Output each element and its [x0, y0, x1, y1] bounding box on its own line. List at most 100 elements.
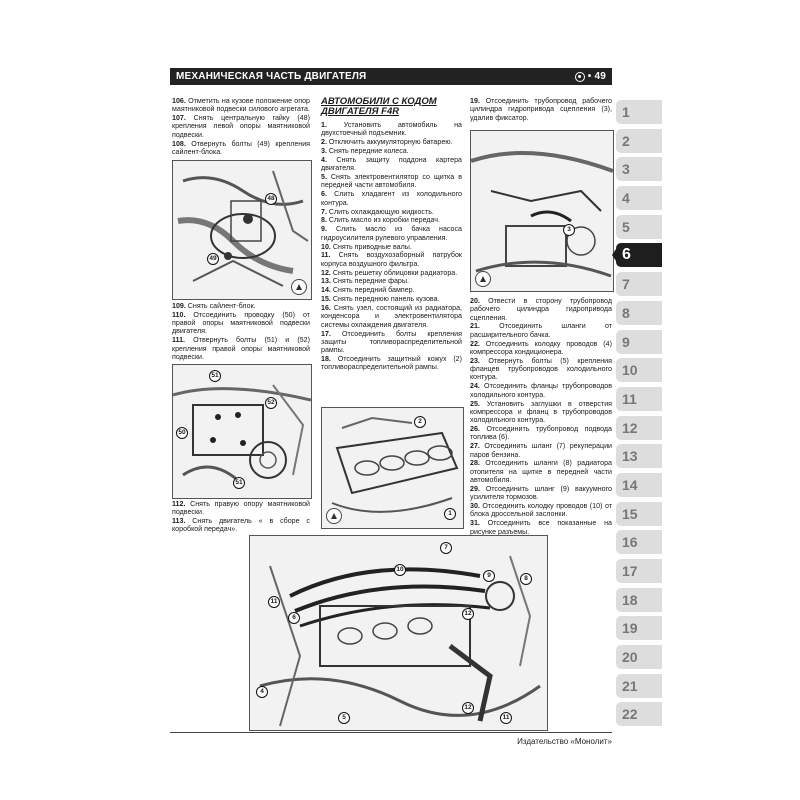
- step-number: 21.: [470, 322, 480, 331]
- chapter-tab-19[interactable]: 19: [616, 616, 662, 641]
- steps-group-19: 19. Отсоединить трубопровод рабочего цил…: [470, 97, 612, 122]
- chapter-tab-21[interactable]: 21: [616, 673, 662, 698]
- step-text: Слить масло из коробки передач.: [328, 216, 440, 225]
- step-text: Отсоединить защитный кожух (2) топливора…: [321, 355, 462, 372]
- chapter-tab-22[interactable]: 22: [616, 702, 662, 727]
- step-item: 26. Отсоединить трубопровод подвода топл…: [470, 425, 612, 442]
- chapter-tab-10[interactable]: 10: [616, 358, 662, 383]
- step-item: 23. Отвернуть болты (5) крепления фланце…: [470, 357, 612, 382]
- figure-fuel-rail: 2 1: [321, 407, 464, 529]
- step-item: 25. Установить заглушки в отверстия комп…: [470, 400, 612, 425]
- step-text: Снять передние колеса.: [328, 147, 409, 156]
- step-text: Снять воздухозаборный патрубок корпуса в…: [321, 251, 462, 268]
- chapter-tab-12[interactable]: 12: [616, 415, 662, 440]
- steps-group-112: 112. Снять правую опору маятниковой подв…: [172, 500, 310, 534]
- step-item: 21. Отсоединить шланги от расширительног…: [470, 322, 612, 339]
- step-number: 113.: [172, 517, 186, 526]
- step-number: 19.: [470, 97, 480, 105]
- step-item: 22. Отсоединить колодку проводов (4) ком…: [470, 340, 612, 357]
- chapter-tab-1[interactable]: 1: [616, 100, 662, 124]
- chapter-tab-16[interactable]: 16: [616, 530, 662, 555]
- chapter-marker-icon: [574, 71, 585, 82]
- step-text: Отвернуть болты (49) крепления сайлент-б…: [172, 139, 310, 156]
- step-item: 1. Установить автомобиль на двухстоечный…: [321, 121, 462, 138]
- step-item: 4. Снять защиту поддона картера двигател…: [321, 156, 462, 173]
- step-item: 29. Отсоединить шланг (9) вакуумного уси…: [470, 485, 612, 502]
- chapter-tab-17[interactable]: 17: [616, 559, 662, 583]
- callout-8: 8: [520, 573, 532, 585]
- step-number: 25.: [470, 399, 480, 408]
- step-number: 14.: [321, 286, 331, 295]
- chapter-tab-2[interactable]: 2: [616, 128, 662, 153]
- steps-group-109: 109. Снять сайлент-блок.110. Отсоединить…: [172, 302, 310, 361]
- step-text: Отсоединить трубопровод подвода топлива …: [470, 425, 612, 442]
- step-item: 13. Снять передние фары.: [321, 277, 462, 285]
- step-number: 22.: [470, 339, 480, 348]
- column-1-bottom: 112. Снять правую опору маятниковой подв…: [172, 500, 310, 534]
- chapter-tab-13[interactable]: 13: [616, 444, 662, 469]
- step-number: 18.: [321, 355, 331, 364]
- step-text: Снять узел, состоящий из радиатора, конд…: [321, 304, 462, 329]
- step-number: 27.: [470, 442, 480, 451]
- step-number: 111.: [172, 336, 186, 345]
- chapter-tab-15[interactable]: 15: [616, 501, 662, 526]
- page-number-group: • 49: [574, 71, 606, 82]
- chapter-tab-4[interactable]: 4: [616, 186, 662, 211]
- step-text: Отсоединить все показанные на рисунке ра…: [470, 519, 612, 536]
- step-item: 12. Снять решетку облицовки радиатора.: [321, 269, 462, 277]
- column-3: 19. Отсоединить трубопровод рабочего цил…: [470, 97, 612, 122]
- chapter-tab-11[interactable]: 11: [616, 386, 662, 411]
- callout-48: 48: [265, 193, 277, 205]
- step-item: 19. Отсоединить трубопровод рабочего цил…: [470, 97, 612, 122]
- step-item: 11. Снять воздухозаборный патрубок корпу…: [321, 251, 462, 268]
- callout-5: 5: [338, 712, 350, 724]
- callout-9: 9: [483, 570, 495, 582]
- chapter-tab-14[interactable]: 14: [616, 472, 662, 497]
- step-item: 7. Слить охлаждающую жидкость.: [321, 208, 462, 216]
- step-text: Снять электровентилятор со щитка в перед…: [321, 173, 462, 190]
- step-number: 110.: [172, 310, 186, 319]
- step-item: 113. Снять двигатель « в сборе с коробко…: [172, 517, 310, 534]
- step-item: 20. Отвести в сторону трубопровод рабоче…: [470, 297, 612, 322]
- callout-49: 49: [207, 253, 219, 265]
- chapter-tab-18[interactable]: 18: [616, 587, 662, 612]
- step-number: 10.: [321, 242, 331, 251]
- warning-badge-icon: [475, 271, 491, 287]
- step-item: 9. Слить масло из бачка насоса гидроусил…: [321, 225, 462, 242]
- step-number: 11.: [321, 251, 331, 260]
- callout-7: 7: [440, 542, 452, 554]
- chapter-tab-5[interactable]: 5: [616, 214, 662, 239]
- chapter-tab-6[interactable]: 6: [612, 243, 662, 268]
- step-number: 107.: [172, 114, 186, 123]
- callout-51-bottom: 51: [233, 477, 245, 489]
- step-text: Снять защиту поддона картера двигателя.: [321, 155, 462, 173]
- callout-50: 50: [176, 427, 188, 439]
- step-item: 31. Отсоединить все показанные на рисунк…: [470, 519, 612, 536]
- chapter-tab-3[interactable]: 3: [616, 157, 662, 182]
- step-item: 18. Отсоединить защитный кожух (2) топли…: [321, 355, 462, 372]
- clutch-pipe-drawing: [471, 131, 613, 291]
- page-number: 49: [594, 71, 606, 82]
- step-item: 111. Отвернуть болты (51) и (52) креплен…: [172, 336, 310, 361]
- step-number: 30.: [470, 502, 480, 511]
- step-text: Снять правую опору маятниковой подвески.: [172, 500, 310, 517]
- callout-3: 3: [563, 224, 575, 236]
- step-number: 2.: [321, 138, 327, 147]
- section-header: МЕХАНИЧЕСКАЯ ЧАСТЬ ДВИГАТЕЛЯ • 49: [170, 68, 612, 85]
- fuel-rail-drawing: [322, 408, 463, 528]
- footer-divider: [170, 732, 612, 733]
- step-text: Слить масло из бачка насоса гидроусилите…: [321, 225, 462, 242]
- chapter-tab-8[interactable]: 8: [616, 300, 662, 325]
- callout-4: 4: [256, 686, 268, 698]
- step-text: Слить хладагент из холодильного контура.: [321, 190, 462, 207]
- chapter-tab-9[interactable]: 9: [616, 329, 662, 354]
- step-number: 3.: [321, 147, 327, 156]
- chapter-tab-20[interactable]: 20: [616, 645, 662, 670]
- step-text: Отвернуть болты (51) и (52) крепления пр…: [172, 336, 310, 361]
- step-text: Отвести в сторону трубопровод рабочего ц…: [470, 297, 612, 322]
- step-item: 17. Отсоединить болты крепления защиты т…: [321, 330, 462, 355]
- step-number: 23.: [470, 356, 480, 365]
- step-text: Снять двигатель « в сборе с коробкой пер…: [172, 517, 310, 534]
- step-text: Отвернуть болты (5) крепления фланцев тр…: [470, 356, 612, 382]
- chapter-tab-7[interactable]: 7: [616, 272, 662, 297]
